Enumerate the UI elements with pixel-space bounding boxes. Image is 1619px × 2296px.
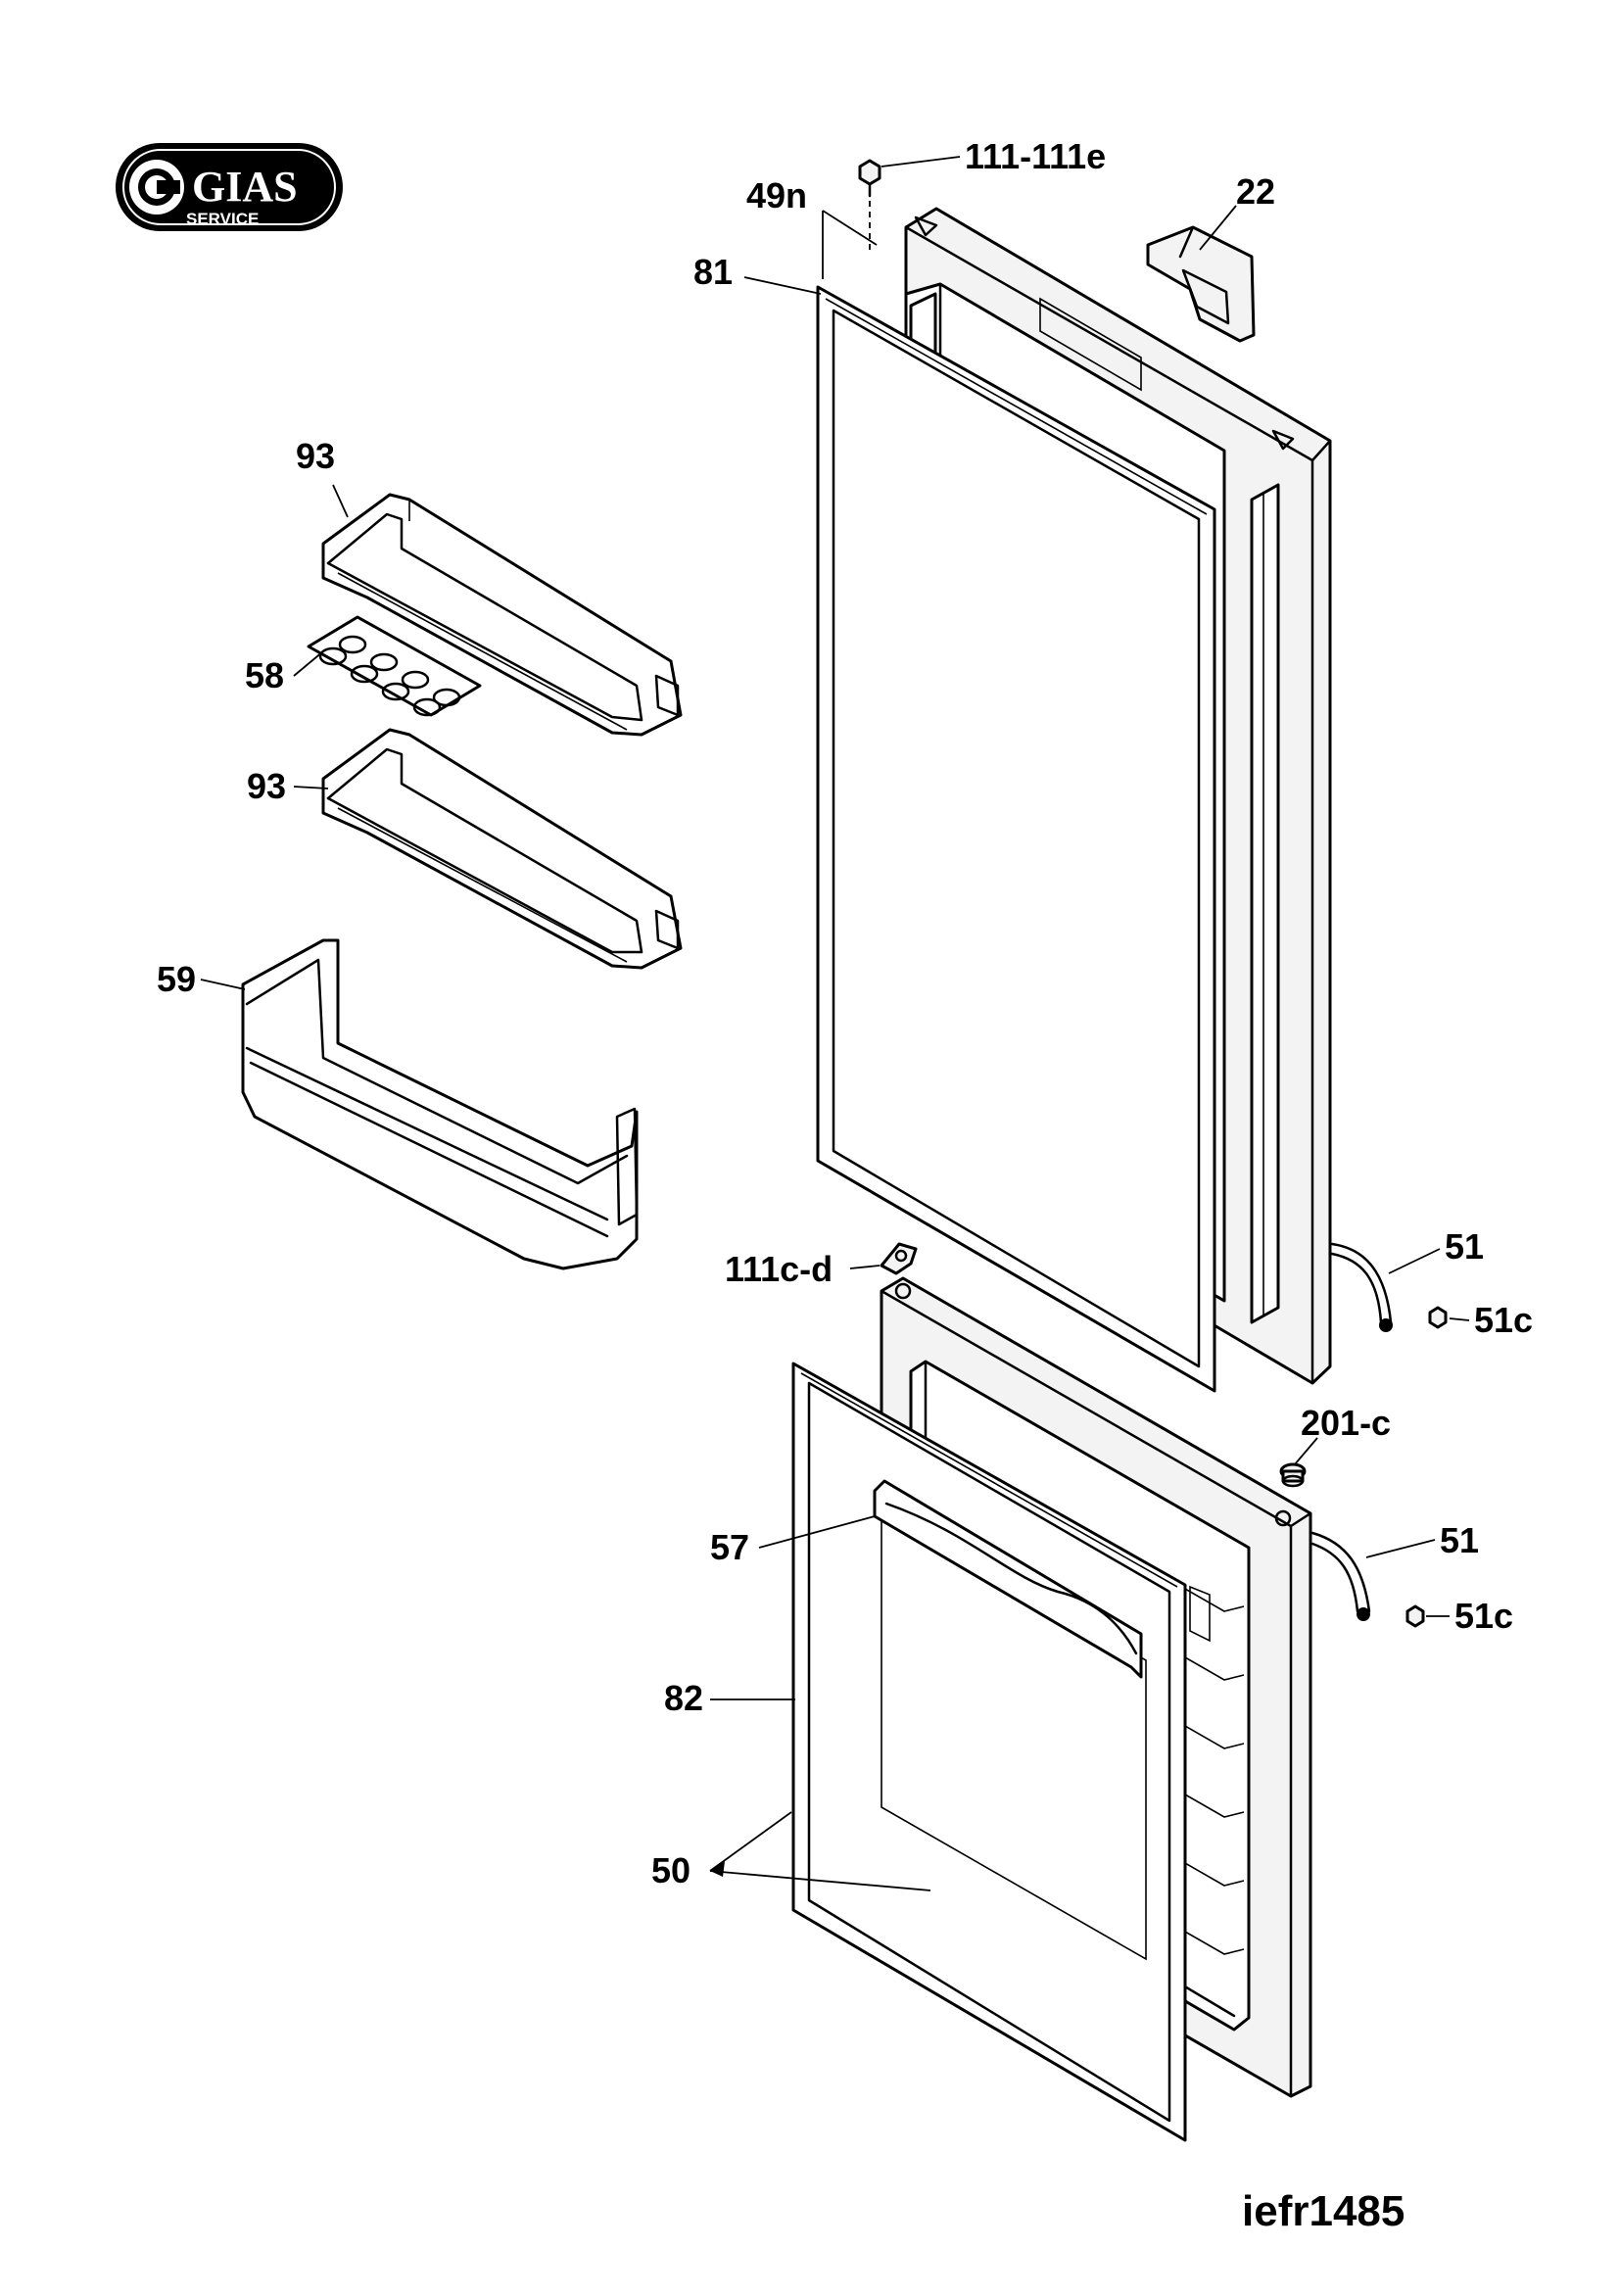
drain-hose-51-lower [1310,1531,1371,1621]
callout-59: 59 [157,959,196,999]
lower-door-assembly [791,1276,1425,2142]
door-handle-22 [1146,225,1256,343]
callout-51c-upper: 51c [1474,1300,1533,1340]
callout-93-middle: 93 [247,766,286,806]
callout-57: 57 [710,1527,749,1567]
callout-51c-lower: 51c [1454,1596,1513,1636]
lower-door-gasket-82 [791,1362,1187,2142]
door-shelf-93-middle [321,728,683,970]
callout-50: 50 [651,1850,690,1890]
logo-sub-text: SERVICE [186,210,259,228]
callout-111-111e: 111-111e [965,136,1106,176]
screw-111-111e [858,159,881,251]
gias-service-logo: GIAS SERVICE [116,143,343,231]
cap-51c-upper [1428,1306,1448,1329]
callout-58: 58 [245,655,284,695]
callout-51-upper: 51 [1445,1226,1484,1267]
callout-201-c: 201-c [1301,1403,1391,1443]
callout-22: 22 [1236,171,1275,212]
plug-201-c [1279,1462,1307,1488]
egg-tray-58 [307,615,482,717]
callout-93-upper: 93 [296,436,335,476]
callout-labels: 111-111e 49n 22 81 93 58 93 59 111c-d 51… [157,136,1533,1890]
callout-111c-d: 111c-d [725,1249,833,1289]
drain-hose-51-upper [1330,1242,1393,1332]
upper-door-gasket-81 [816,285,1216,1393]
callout-49n: 49n [746,175,807,215]
logo-brand-text: GIAS [192,163,298,211]
upper-door-assembly [816,159,1448,1393]
hinge-bush-111c-d [880,1242,918,1275]
door-shelf-93-upper [321,493,683,737]
drawing-code: iefr1485 [1242,2187,1405,2235]
leader-lines [200,156,1470,1891]
callout-82: 82 [664,1678,703,1718]
cap-51c-lower [1405,1604,1425,1628]
callout-81: 81 [693,252,733,292]
egg-tray-cups [318,635,461,717]
callout-51-lower: 51 [1440,1520,1479,1560]
bottle-shelf-59 [241,938,639,1270]
